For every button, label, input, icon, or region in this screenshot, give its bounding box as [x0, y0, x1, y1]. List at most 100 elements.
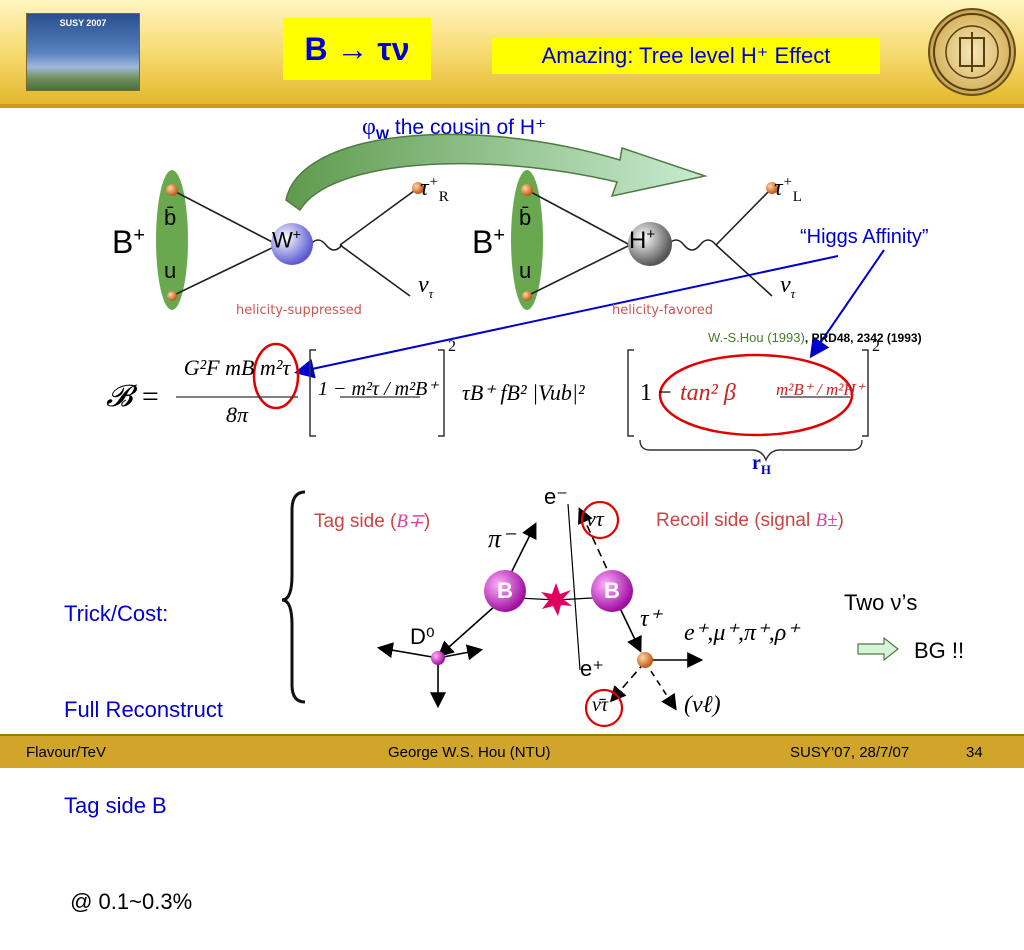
tag-side-label: Tag side (B∓) — [314, 510, 430, 533]
footer-page-number: 34 — [966, 744, 983, 761]
right-meson-ellipse — [511, 170, 543, 310]
right-meson-letter: B — [472, 224, 494, 260]
left-tau-helicity: R — [438, 188, 449, 205]
higgs-affinity-arrow-short — [809, 249, 885, 359]
nu-bar-tau-circle — [584, 688, 624, 728]
right-tau-ball — [766, 182, 778, 194]
phi-subscript: W — [375, 126, 390, 143]
formula-lhs: 𝓑 = — [106, 380, 161, 413]
formula-factor1-numerator: G²F mB m²τ — [183, 355, 291, 380]
left-nu-letter: ν — [418, 272, 429, 298]
signal-b-ball-letter: B — [604, 578, 620, 603]
curved-green-arrow-icon — [285, 133, 708, 212]
left-meson-charge: + — [133, 224, 146, 247]
footer-center: George W.S. Hou (NTU) — [388, 744, 551, 761]
h-boson-letter: H — [629, 227, 647, 254]
header-rule — [0, 104, 1024, 108]
w-boson-label: W+ — [272, 226, 301, 253]
recoil-side-symbol: B± — [815, 510, 838, 531]
rh-subscript: H — [760, 462, 772, 477]
formula-tan-beta: tan² β — [680, 380, 736, 406]
tag-side-symbol: B∓ — [396, 511, 424, 532]
right-tau-charge: + — [782, 174, 793, 190]
right-meson-charge: + — [493, 224, 506, 247]
nu-tau-circle — [580, 500, 620, 540]
m-tau-circle — [252, 342, 300, 410]
left-caption: helicity-suppressed — [236, 303, 362, 318]
higgs-affinity-arrow-long — [294, 255, 839, 379]
ntu-seal-logo — [928, 8, 1016, 96]
left-meson-label: B+ — [112, 224, 145, 261]
h-boson-ball — [628, 222, 672, 266]
right-meson-label: B+ — [472, 224, 505, 261]
footer-left: Flavour/TeV — [26, 744, 107, 761]
rh-underbrace — [639, 439, 863, 462]
phi-caption-text: the cousin of H⁺ — [389, 116, 547, 139]
nu-bar-tau-label: ν̄τ — [592, 694, 609, 716]
bg-label: BG !! — [914, 638, 965, 663]
seal-emblem-icon — [933, 13, 1011, 91]
e-minus-label: e⁻ — [544, 484, 568, 509]
trick-line-2: Full Reconstruct — [64, 697, 223, 722]
higgs-affinity-label: “Higgs Affinity” — [800, 226, 929, 248]
tag-b-ball-letter: B — [497, 578, 513, 603]
reference-citation: W.-S.Hou (1993), PRD48, 2342 (1993) — [708, 330, 922, 345]
left-tau-charge: + — [428, 174, 439, 190]
feynman-diagrams — [156, 133, 899, 728]
footer-bar: Flavour/TeV George W.S. Hou (NTU) SUSY’0… — [0, 734, 1024, 768]
bg-arrow-icon — [857, 636, 899, 662]
nu-tau-label: ντ — [586, 506, 604, 531]
left-quark-top-ball — [166, 184, 178, 196]
right-tau-helicity: L — [792, 188, 802, 205]
tag-side-close: ) — [423, 511, 431, 532]
w-boson-charge: + — [292, 226, 301, 242]
w-boson-ball — [271, 223, 313, 265]
right-quark-top-label: b̄ — [519, 205, 532, 230]
tanbeta-circle — [658, 353, 854, 437]
recoil-side-close: ) — [837, 510, 844, 531]
formula-bracket1: 1 − m²τ / m²B⁺ — [318, 378, 438, 400]
left-meson-letter: B — [112, 224, 134, 260]
slide-title: B → τν — [283, 18, 431, 80]
right-quark-top-ball — [521, 184, 533, 196]
left-nu-label: ντ — [418, 272, 433, 302]
slide-subtitle: Amazing: Tree level H⁺ Effect — [492, 38, 880, 74]
w-boson-letter: W — [272, 227, 293, 253]
two-nus-label: Two ν’s — [844, 590, 918, 615]
tau-plus-label: τ⁺ — [640, 606, 662, 632]
left-quark-bottom-ball — [167, 291, 177, 301]
pi-minus-label: π⁻ — [488, 524, 515, 553]
left-nu-flavor: τ — [428, 285, 434, 301]
decay-products-label: e⁺,μ⁺,π⁺,ρ⁺ — [684, 620, 799, 646]
trick-curly-brace — [281, 490, 306, 704]
footer-right: SUSY’07, 28/7/07 — [790, 744, 910, 761]
rh-letter: r — [752, 452, 761, 474]
formula-factor1-denominator: 8π — [225, 402, 249, 427]
left-tau-label: τ+R — [420, 174, 449, 206]
d0-ball — [431, 651, 445, 665]
right-nu-letter: ν — [780, 272, 791, 298]
d0-label: D⁰ — [410, 624, 435, 649]
trick-line-1: Trick/Cost: — [64, 601, 169, 626]
formula-bracket2-one: 1 − — [640, 380, 672, 406]
right-quark-bottom-ball — [522, 291, 532, 301]
left-quark-top-label: b̄ — [164, 205, 177, 230]
formula-exponent: 2 — [448, 338, 456, 355]
formula-mass-ratio: m²B⁺ / m²H⁺ — [776, 380, 865, 399]
h-boson-charge: + — [646, 226, 656, 243]
tau-decay-ball — [637, 652, 653, 668]
signal-b-ball — [591, 570, 633, 612]
e-plus-label: e⁺ — [580, 656, 604, 681]
left-tau-letter: τ — [420, 175, 429, 201]
trick-line-3: Tag side B — [64, 793, 167, 818]
conference-logo-text: SUSY 2007 — [59, 18, 107, 28]
right-nu-label: ντ — [780, 272, 795, 302]
h-boson-label: H+ — [629, 226, 655, 255]
formula-exponent-2: 2 — [872, 338, 880, 355]
conference-logo: SUSY 2007 — [26, 13, 140, 91]
right-caption: helicity-favored — [612, 303, 713, 318]
right-tau-letter: τ — [774, 175, 783, 201]
left-tau-ball — [412, 182, 424, 194]
phi-w-caption: φW the cousin of H⁺ — [362, 114, 546, 142]
right-tau-label: τ+L — [774, 174, 802, 206]
